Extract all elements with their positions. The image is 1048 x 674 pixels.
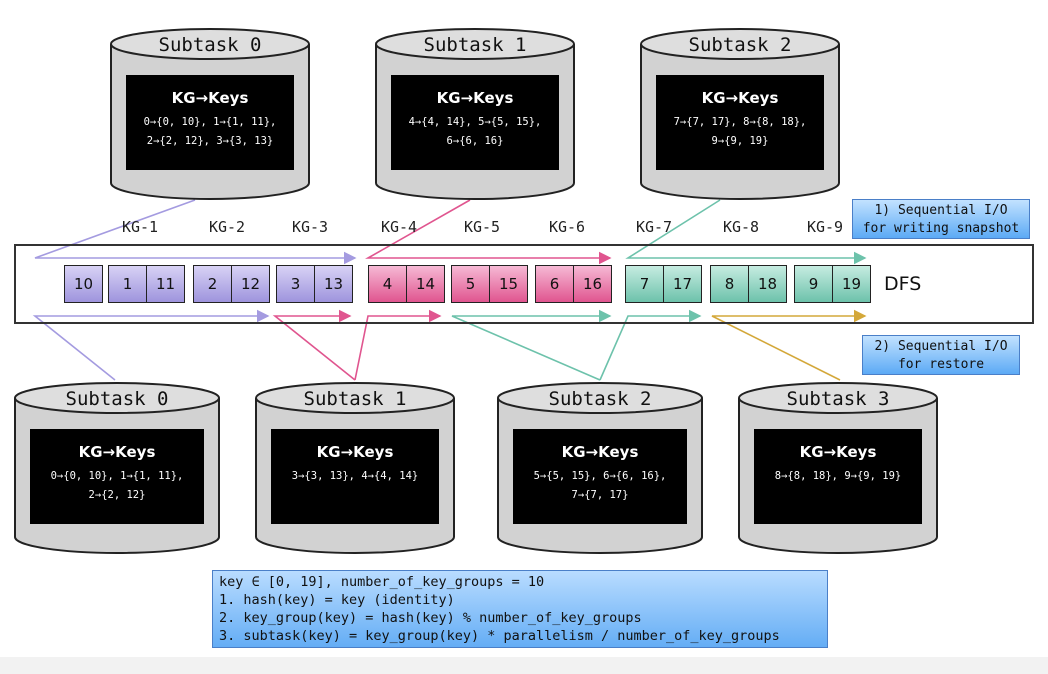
- subtask-title: Subtask 2: [688, 34, 792, 56]
- note-restore-line-2: for restore: [897, 357, 985, 372]
- kg-keys-title: KG→Keys: [799, 443, 877, 461]
- dfs-cell: 1: [108, 265, 147, 303]
- formula-line: 1. hash(key) = key (identity): [219, 592, 455, 608]
- kg-mapping-line: 9→{9, 19}: [711, 135, 769, 147]
- subtask-title: Subtask 2: [548, 388, 652, 410]
- kg-keys-title: KG→Keys: [78, 443, 156, 461]
- kg-mapping-line: 2→{2, 12}: [88, 489, 146, 501]
- note-write-snapshot: 1) Sequential I/O for writing snapshot: [852, 199, 1030, 239]
- subtask-title: Subtask 0: [65, 388, 169, 410]
- bottom-strip: [0, 657, 1048, 674]
- dfs-cell: 15: [489, 265, 528, 303]
- write-arrow-subtask0: [34, 199, 357, 265]
- key-group-label: KG-7: [635, 218, 673, 236]
- dfs-cell: 7: [625, 265, 664, 303]
- subtask-title: Subtask 3: [786, 388, 890, 410]
- write-arrows: [34, 199, 867, 265]
- dfs-cell: 9: [794, 265, 833, 303]
- write-arrow-subtask1: [364, 199, 612, 265]
- subtask-title: Subtask 1: [303, 388, 407, 410]
- key-group-label: KG-2: [208, 218, 246, 236]
- kg-keys-title: KG→Keys: [316, 443, 394, 461]
- top-subtask-1-cylinder: Subtask 1 KG→Keys 4→{4, 14}, 5→{5, 15}, 6→{…: [375, 28, 575, 200]
- dfs-cell: 19: [832, 265, 871, 303]
- note-write-line-2: for writing snapshot: [862, 221, 1020, 236]
- dfs-cell: 5: [451, 265, 490, 303]
- subtask-title: Subtask 1: [423, 34, 527, 56]
- kg-keys-box: KG→Keys 5→{5, 15}, 6→{6, 16}, 7→{7, 17}: [513, 429, 687, 524]
- kg-keys-title: KG→Keys: [171, 89, 249, 107]
- kg-keys-box: KG→Keys 0→{0, 10}, 1→{1, 11}, 2→{2, 12}, 3…: [126, 75, 294, 170]
- bottom-subtask-0-cylinder: Subtask 0 KG→Keys 0→{0, 10}, 1→{1, 11}, 2→{…: [14, 382, 220, 554]
- kg-keys-box: KG→Keys 0→{0, 10}, 1→{1, 11}, 2→{2, 12}: [30, 429, 204, 524]
- formula-line: 3. subtask(key) = key_group(key) * paral…: [219, 628, 780, 644]
- kg-mapping-line: 7→{7, 17}: [571, 489, 629, 501]
- dfs-cell: 6: [535, 265, 574, 303]
- kg-keys-box: KG→Keys 4→{4, 14}, 5→{5, 15}, 6→{6, 16}: [391, 75, 559, 170]
- kg-keys-box: KG→Keys 3→{3, 13}, 4→{4, 14}: [271, 429, 439, 524]
- kg-mapping-line: 7→{7, 17}, 8→{8, 18},: [673, 116, 807, 128]
- key-group-label: KG-1: [121, 218, 159, 236]
- formula-line: 2. key_group(key) = hash(key) % number_o…: [219, 610, 642, 626]
- key-group-label: KG-9: [806, 218, 844, 236]
- top-subtask-0-cylinder: Subtask 0 KG→Keys 0→{0, 10}, 1→{1, 11}, 2→{…: [110, 28, 310, 200]
- kg-mapping-line: 0→{0, 10}, 1→{1, 11},: [50, 470, 184, 482]
- dfs-cell: 17: [663, 265, 702, 303]
- restore-arrow-subtask3: [711, 309, 867, 381]
- dfs-cell: 13: [314, 265, 353, 303]
- dfs-cell: 4: [368, 265, 407, 303]
- kg-mapping-line: 8→{8, 18}, 9→{9, 19}: [774, 470, 902, 482]
- dfs-cell: 14: [406, 265, 445, 303]
- bottom-subtask-2-cylinder: Subtask 2 KG→Keys 5→{5, 15}, 6→{6, 16}, 7→{…: [497, 382, 703, 554]
- key-group-label: KG-4: [380, 218, 418, 236]
- bottom-subtask-3-cylinder: Subtask 3 KG→Keys 8→{8, 18}, 9→{9, 19}: [738, 382, 938, 554]
- formula-line: key ∈ [0, 19], number_of_key_groups = 10: [219, 574, 545, 590]
- kg-mapping-line: 3→{3, 13}, 4→{4, 14}: [291, 470, 419, 482]
- key-group-label: KG-3: [291, 218, 329, 236]
- dfs-frame: [14, 244, 1034, 324]
- kg-mapping-line: 5→{5, 15}, 6→{6, 16},: [533, 470, 667, 482]
- note-restore-line-1: 2) Sequential I/O: [874, 339, 1008, 354]
- key-group-label: KG-5: [463, 218, 501, 236]
- dfs-label: DFS: [884, 273, 922, 295]
- dfs-cell: 2: [193, 265, 232, 303]
- kg-keys-box: KG→Keys 7→{7, 17}, 8→{8, 18}, 9→{9, 19}: [656, 75, 824, 170]
- subtask-title: Subtask 0: [158, 34, 262, 56]
- kg-mapping-line: 6→{6, 16}: [446, 135, 504, 147]
- restore-arrow-subtask1-a: [272, 309, 356, 381]
- kg-mapping-line: 0→{0, 10}, 1→{1, 11},: [143, 116, 277, 128]
- key-group-label: KG-6: [548, 218, 586, 236]
- restore-arrow-subtask1-b: [354, 309, 442, 381]
- write-arrow-subtask2: [625, 199, 867, 265]
- restore-arrow-subtask2-a: [451, 309, 612, 381]
- dfs-cell: 3: [276, 265, 315, 303]
- note-write-line-1: 1) Sequential I/O: [874, 203, 1008, 218]
- bottom-subtask-1-cylinder: Subtask 1 KG→Keys 3→{3, 13}, 4→{4, 14}: [255, 382, 455, 554]
- kg-mapping-line: 2→{2, 12}, 3→{3, 13}: [146, 135, 274, 147]
- restore-arrow-subtask0: [32, 309, 270, 381]
- dfs-cell: 11: [146, 265, 185, 303]
- dfs-cell: 18: [748, 265, 787, 303]
- restore-arrow-subtask2-b: [599, 309, 702, 381]
- kg-keys-title: KG→Keys: [701, 89, 779, 107]
- formula-box: key ∈ [0, 19], number_of_key_groups = 10…: [212, 570, 828, 648]
- restore-arrows: [32, 309, 867, 381]
- key-group-label: KG-8: [722, 218, 760, 236]
- dfs-cell: 10: [64, 265, 103, 303]
- top-subtask-2-cylinder: Subtask 2 KG→Keys 7→{7, 17}, 8→{8, 18}, 9→{…: [640, 28, 840, 200]
- note-restore: 2) Sequential I/O for restore: [862, 335, 1020, 375]
- kg-keys-title: KG→Keys: [561, 443, 639, 461]
- kg-keys-box: KG→Keys 8→{8, 18}, 9→{9, 19}: [754, 429, 922, 524]
- kg-mapping-line: 4→{4, 14}, 5→{5, 15},: [408, 116, 542, 128]
- dfs-cell: 12: [231, 265, 270, 303]
- dfs-cell: 8: [710, 265, 749, 303]
- kg-keys-title: KG→Keys: [436, 89, 514, 107]
- dfs-cell: 16: [573, 265, 612, 303]
